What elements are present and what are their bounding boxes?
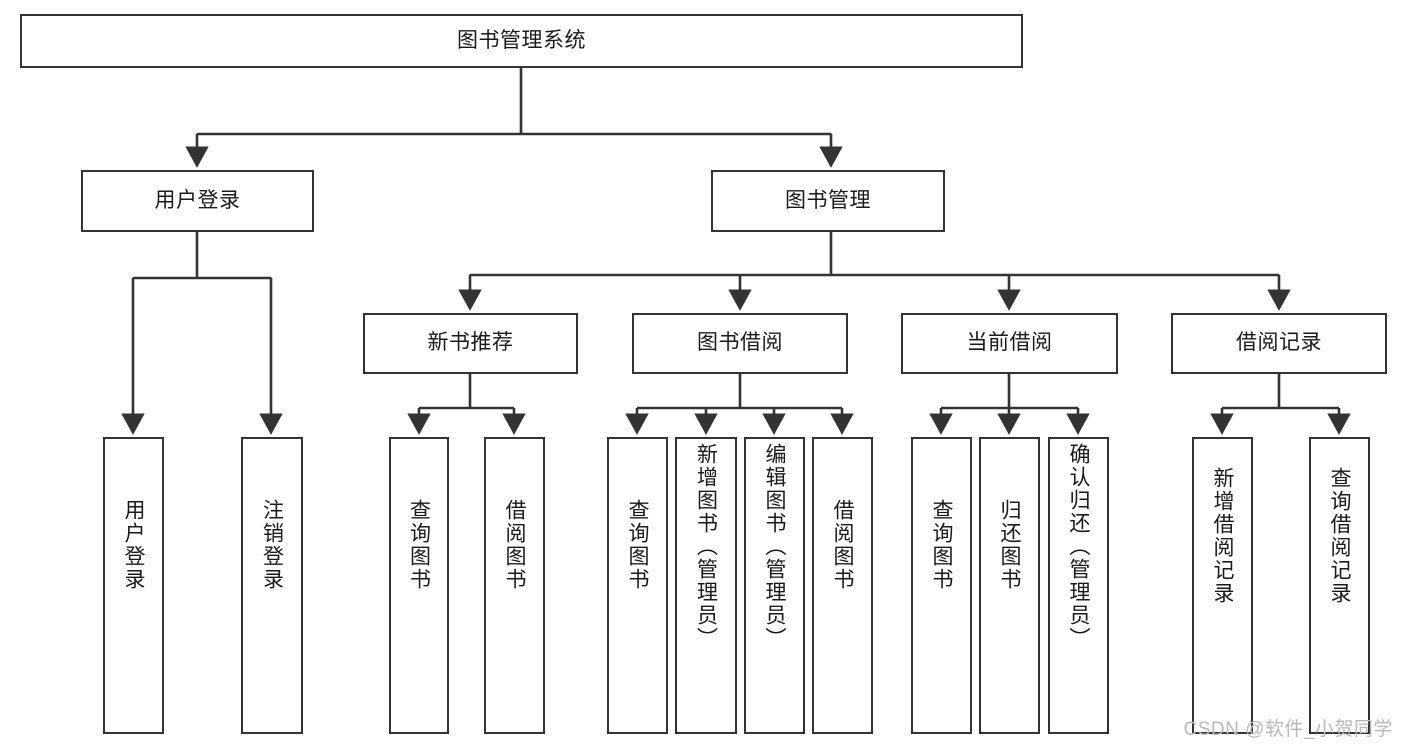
leaf-borrow-book-recommend[interactable]: 借阅图书 (484, 437, 545, 734)
leaf-query-book-recommend-label: 查询图书 (407, 499, 431, 591)
leaf-logout-login[interactable]: 注销登录 (241, 437, 303, 734)
leaf-borrow-book[interactable]: 借阅图书 (812, 437, 873, 734)
leaf-borrow-book-recommend-label: 借阅图书 (503, 499, 526, 591)
leaf-borrow-book-label: 借阅图书 (831, 499, 854, 591)
node-user-login-label: 用户登录 (154, 188, 241, 212)
leaf-query-borrow-record[interactable]: 查询借阅记录 (1309, 437, 1370, 734)
leaf-query-book-recommend[interactable]: 查询图书 (389, 437, 449, 734)
leaf-edit-book-label: 编辑图书（管理员） (763, 443, 786, 650)
leaf-confirm-return[interactable]: 确认归还（管理员） (1048, 437, 1109, 734)
leaf-user-login-label: 用户登录 (122, 499, 145, 591)
node-root[interactable]: 图书管理系统 (20, 14, 1023, 68)
node-current-borrow[interactable]: 当前借阅 (901, 313, 1118, 374)
node-book-manage-label: 图书管理 (785, 188, 871, 212)
leaf-confirm-return-label: 确认归还（管理员） (1067, 443, 1090, 650)
leaf-logout-login-label: 注销登录 (260, 499, 284, 591)
node-book-borrow-label: 图书借阅 (697, 331, 783, 355)
node-new-book-recommend-label: 新书推荐 (427, 331, 514, 355)
leaf-return-book[interactable]: 归还图书 (979, 437, 1040, 734)
leaf-add-borrow-record[interactable]: 新增借阅记录 (1192, 437, 1253, 734)
node-user-login[interactable]: 用户登录 (81, 170, 314, 232)
watermark: CSDN @软件_小贺同学 (1183, 719, 1393, 740)
leaf-query-book-borrow[interactable]: 查询图书 (607, 437, 668, 734)
leaf-user-login[interactable]: 用户登录 (103, 437, 164, 734)
node-book-borrow[interactable]: 图书借阅 (632, 313, 848, 374)
node-book-manage[interactable]: 图书管理 (711, 170, 945, 232)
node-current-borrow-label: 当前借阅 (966, 331, 1053, 355)
node-new-book-recommend[interactable]: 新书推荐 (363, 313, 578, 374)
leaf-query-book-borrow-label: 查询图书 (626, 499, 649, 591)
node-borrow-record-label: 借阅记录 (1236, 331, 1322, 355)
node-borrow-record[interactable]: 借阅记录 (1171, 313, 1387, 374)
leaf-add-book-label: 新增图书（管理员） (694, 443, 718, 650)
leaf-query-book-current[interactable]: 查询图书 (911, 437, 972, 734)
node-root-label: 图书管理系统 (457, 28, 586, 52)
leaf-query-book-current-label: 查询图书 (930, 499, 953, 591)
leaf-query-borrow-record-label: 查询借阅记录 (1328, 467, 1351, 605)
leaf-add-borrow-record-label: 新增借阅记录 (1211, 467, 1234, 605)
leaf-return-book-label: 归还图书 (998, 499, 1021, 591)
leaf-edit-book[interactable]: 编辑图书（管理员） (744, 437, 805, 734)
leaf-add-book[interactable]: 新增图书（管理员） (675, 437, 737, 734)
